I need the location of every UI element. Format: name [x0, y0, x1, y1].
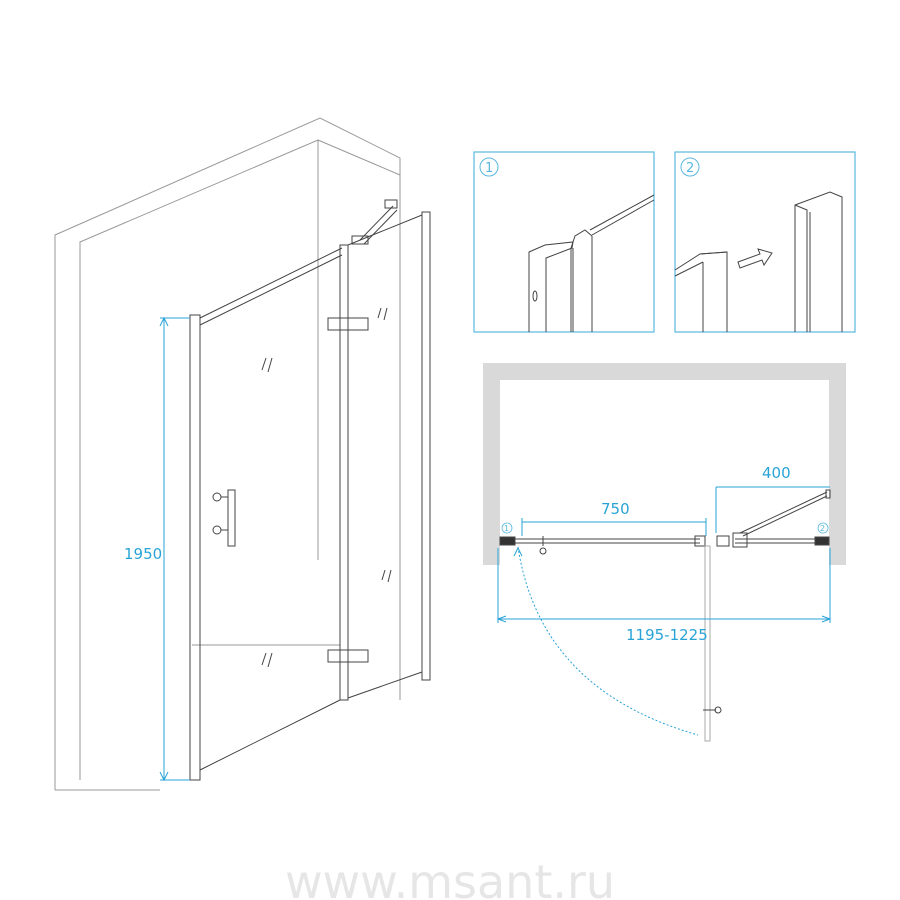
- door-swing-arc: [517, 546, 699, 736]
- detail-1-number: 1: [485, 161, 493, 176]
- hinge-bottom: [327, 649, 369, 663]
- dimension-400: 400: [715, 464, 830, 533]
- watermark: www.msant.ru: [285, 855, 615, 900]
- wall-profile-right: [421, 211, 431, 681]
- profile-detail-2: [674, 191, 843, 332]
- wall-profile-left: [189, 314, 201, 781]
- stabilizer-bar: [359, 205, 394, 241]
- door-width-label: 750: [601, 500, 630, 518]
- hinge-top: [327, 317, 369, 331]
- detail-2-panel: 2: [674, 151, 856, 333]
- total-width-label: 1195-1225: [626, 626, 708, 644]
- fixed-panel-label: 400: [762, 464, 791, 482]
- dimension-total: 1195-1225: [496, 548, 832, 644]
- marker-2: 2: [820, 524, 825, 533]
- detail-2-badge: [680, 157, 700, 177]
- dimension-750: 750: [521, 500, 707, 536]
- height-dimension-label: 1950: [124, 545, 162, 563]
- shower-door: [189, 199, 431, 781]
- detail-2-number: 2: [686, 161, 694, 176]
- marker-1: 1: [504, 524, 509, 533]
- detail-1-panel: 1: [473, 151, 655, 333]
- detail-1-badge: [479, 157, 499, 177]
- arrow-icon: [737, 248, 773, 269]
- hinge-profile: [339, 244, 349, 701]
- profile-detail-1: [528, 194, 655, 332]
- height-dimension: 1950: [124, 316, 190, 782]
- plan-glass: [499, 489, 831, 742]
- plan-walls: [483, 363, 846, 565]
- glass-reflection-marks: [261, 307, 392, 668]
- isometric-view: 1950: [54, 117, 431, 791]
- room-walls: [54, 117, 401, 791]
- door-handle: [212, 489, 236, 547]
- plan-view: 750 400 1195-1225 1 2: [483, 363, 846, 742]
